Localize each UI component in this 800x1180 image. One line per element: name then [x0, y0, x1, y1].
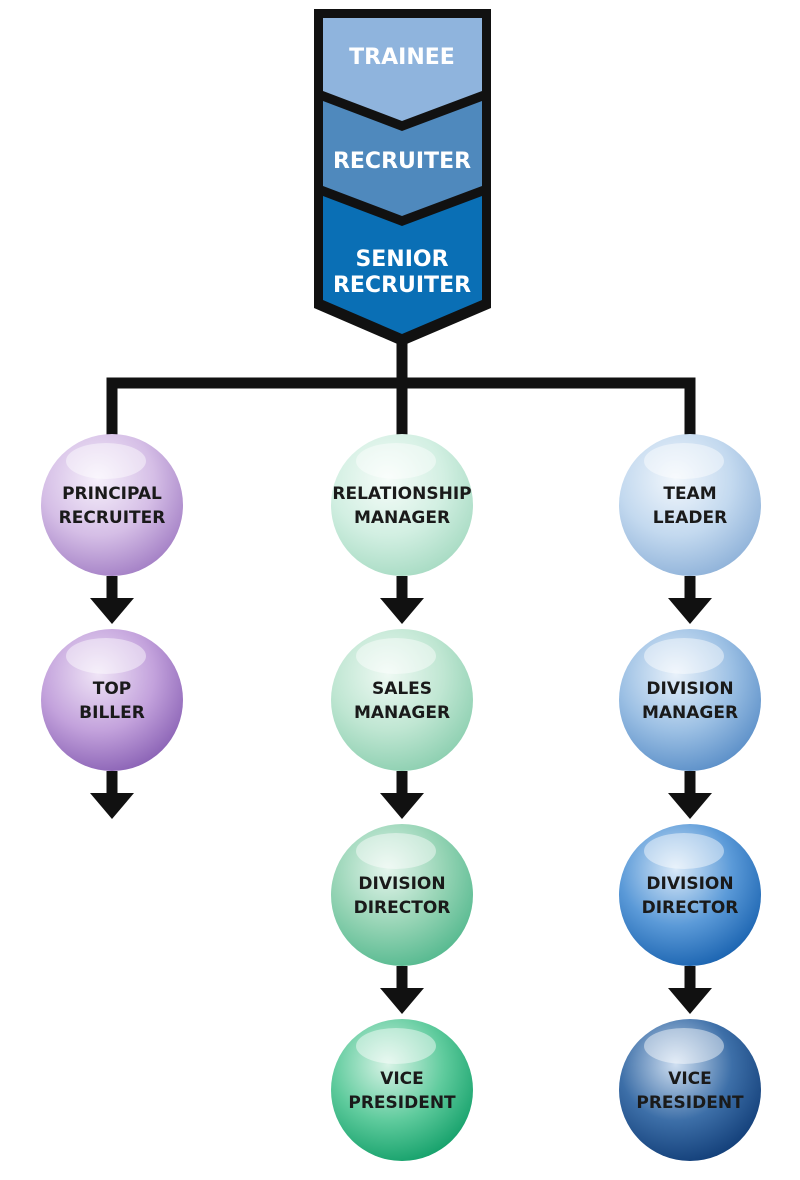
role-label-line-2: MANAGER	[354, 703, 450, 723]
role-label-line-1: DIVISION	[646, 874, 733, 894]
gloss-highlight	[644, 833, 724, 869]
role-label-line-1: TEAM	[663, 484, 716, 504]
role-circle	[331, 434, 473, 576]
stage-label-senior-recruiter-line-1: SENIOR	[355, 247, 448, 272]
role-label-line-1: VICE	[668, 1069, 712, 1089]
role-circle	[619, 434, 761, 576]
role-label-line-1: DIVISION	[358, 874, 445, 894]
gloss-highlight	[356, 1028, 436, 1064]
role-label-line-2: PRESIDENT	[348, 1093, 456, 1113]
leadership-track-arrow-1	[668, 576, 712, 624]
principal-track-arrow-1	[90, 576, 134, 624]
gloss-highlight	[66, 638, 146, 674]
leadership-track-node-1: TEAM LEADER	[619, 434, 761, 576]
gloss-highlight	[356, 443, 436, 479]
role-label-line-2: PRESIDENT	[636, 1093, 744, 1113]
relationship-track-arrow-1	[380, 576, 424, 624]
role-label-line-1: TOP	[93, 679, 132, 699]
gloss-highlight	[66, 443, 146, 479]
role-circle	[41, 434, 183, 576]
gloss-highlight	[356, 833, 436, 869]
stage-label-recruiter: RECRUITER	[333, 149, 471, 174]
role-label-line-1: VICE	[380, 1069, 424, 1089]
leadership-track-arrow-2	[668, 771, 712, 819]
relationship-track-node-3: DIVISION DIRECTOR	[331, 824, 473, 966]
role-label-line-2: MANAGER	[642, 703, 738, 723]
chevron-stage-shape-1	[323, 18, 482, 121]
role-circle	[619, 629, 761, 771]
role-label-line-2: LEADER	[653, 508, 727, 528]
leadership-track-node-3: DIVISION DIRECTOR	[619, 824, 761, 966]
gloss-highlight	[356, 638, 436, 674]
role-label-line-1: PRINCIPAL	[62, 484, 162, 504]
principal-track-node-1: PRINCIPAL RECRUITER	[41, 434, 183, 576]
role-label-line-1: RELATIONSHIP	[332, 484, 471, 504]
stage-label-senior-recruiter-line-2: RECRUITER	[333, 273, 471, 298]
relationship-track-arrow-3	[380, 966, 424, 1014]
role-nodes: PRINCIPAL RECRUITER TOP BILLER RELATIONSHIP M…	[41, 434, 761, 1161]
role-label-line-2: BILLER	[79, 703, 145, 723]
role-circle	[619, 824, 761, 966]
role-label-line-2: RECRUITER	[59, 508, 166, 528]
gloss-highlight	[644, 638, 724, 674]
relationship-track-node-4: VICE PRESIDENT	[331, 1019, 473, 1161]
progression-arrows	[90, 576, 712, 1014]
leadership-track-node-4: VICE PRESIDENT	[619, 1019, 761, 1161]
role-circle	[41, 629, 183, 771]
role-circle	[331, 1019, 473, 1161]
relationship-track-arrow-2	[380, 771, 424, 819]
entry-level-stack: TRAINEE RECRUITER SENIOR RECRUITER	[314, 9, 491, 346]
role-circle	[619, 1019, 761, 1161]
role-circle	[331, 629, 473, 771]
stage-label-trainee: TRAINEE	[349, 45, 455, 70]
role-circle	[331, 824, 473, 966]
gloss-highlight	[644, 1028, 724, 1064]
role-label-line-2: DIRECTOR	[354, 898, 451, 918]
chevron-stage-shape-3	[323, 196, 482, 334]
principal-track-node-2: TOP BILLER	[41, 629, 183, 771]
chevron-stage-shape-2	[323, 101, 482, 216]
role-label-line-2: DIRECTOR	[642, 898, 739, 918]
principal-track-open-arrow	[90, 771, 134, 819]
relationship-track-node-1: RELATIONSHIP MANAGER	[331, 434, 473, 576]
role-label-line-1: DIVISION	[646, 679, 733, 699]
leadership-track-arrow-3	[668, 966, 712, 1014]
connector-lines	[106, 324, 696, 446]
role-label-line-2: MANAGER	[354, 508, 450, 528]
gloss-highlight	[644, 443, 724, 479]
role-label-line-1: SALES	[372, 679, 432, 699]
leadership-track-node-2: DIVISION MANAGER	[619, 629, 761, 771]
relationship-track-node-2: SALES MANAGER	[331, 629, 473, 771]
